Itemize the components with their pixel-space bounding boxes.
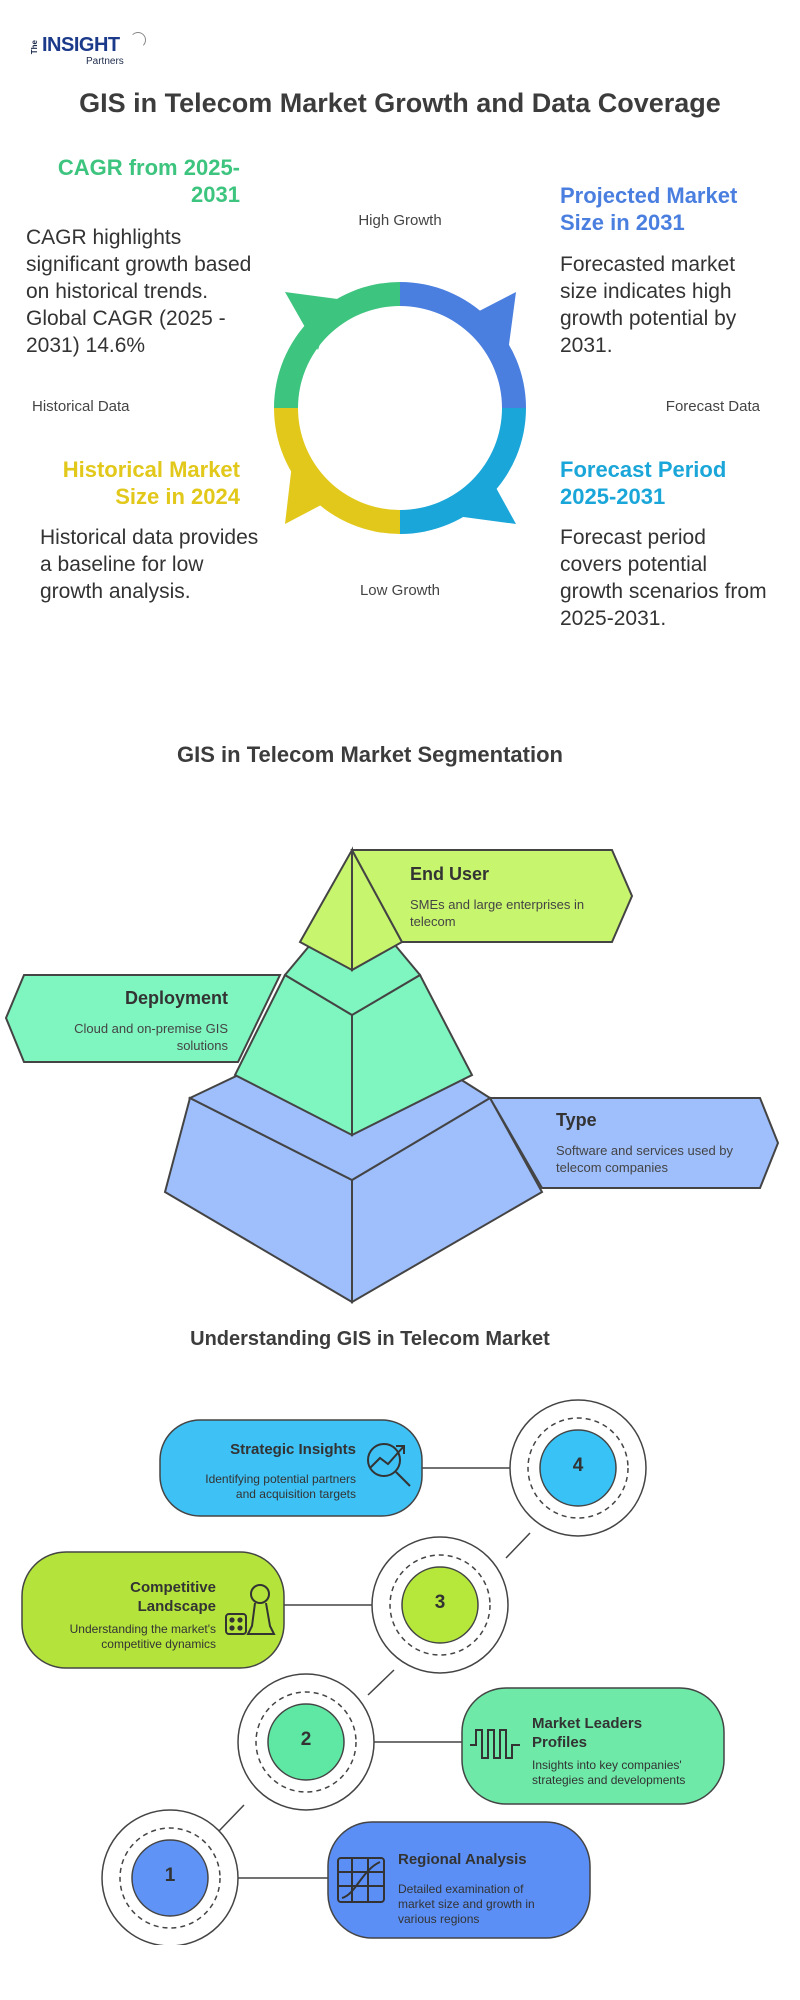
step-4-circle [539, 1429, 617, 1507]
connector-2-3 [367, 1669, 395, 1696]
step-3-dashed-ring [389, 1554, 491, 1656]
chess-pawn-dice-icon [225, 1584, 276, 1635]
end-user-title: End User [410, 864, 490, 884]
step-2-dashed-ring [255, 1691, 357, 1793]
step-4-number: 4 [572, 1455, 584, 1476]
forecast-body: Forecast period covers potential growth … [560, 526, 767, 630]
step-2-circle [267, 1703, 345, 1781]
forecast-title: Forecast Period 2025-2031 [560, 457, 727, 509]
competitive-landscape-title: Competitive Landscape [130, 1579, 216, 1615]
low-growth-label: Low Growth [359, 582, 441, 599]
competitive-landscape-desc: Understanding the market's competitive d… [69, 1622, 216, 1651]
projected-title: Projected Market Size in 2031 [560, 183, 738, 235]
strategic-insights-desc: Identifying potential partners and acqui… [205, 1472, 356, 1501]
cycle-blue-segment [400, 282, 526, 408]
end-user-desc: SMEs and large enterprises in telecom [410, 897, 585, 929]
strategic-insights-title: Strategic Insights [230, 1441, 356, 1458]
regional-analysis-title: Regional Analysis [398, 1851, 527, 1868]
historical-body: Historical data provides a baseline for … [40, 526, 259, 603]
step-1-dashed-ring [119, 1827, 221, 1929]
connector-3-4 [505, 1532, 531, 1559]
cycle-cyan-arrow [456, 466, 516, 524]
historical-title: Historical Market Size in 2024 [62, 457, 240, 509]
cycle-green-arrow [285, 292, 345, 350]
cagr-body: CAGR highlights significant growth based… [26, 226, 252, 357]
insight-partners-logo: The INSIGHT Partners [30, 32, 146, 72]
understanding-steps-diagram [21, 1399, 725, 1945]
map-chart-icon [337, 1857, 385, 1903]
cycle-yellow-segment [274, 408, 400, 534]
step-4-dashed-ring [527, 1417, 629, 1519]
chart-magnifier-icon [367, 1443, 411, 1487]
page-title: GIS in Telecom Market Growth and Data Co… [79, 88, 721, 118]
projected-body: Forecasted market size indicates high gr… [560, 253, 737, 357]
type-label-shape [488, 1097, 780, 1189]
market-leaders-desc: Insights into key companies' strategies … [532, 1758, 686, 1787]
historical-data-label: Historical Data [32, 398, 130, 415]
step-2-number: 2 [300, 1729, 312, 1750]
deployment-desc: Cloud and on-premise GIS solutions [74, 1021, 228, 1053]
connector-1-2 [217, 1804, 245, 1833]
understanding-title: Understanding GIS in Telecom Market [190, 1328, 550, 1350]
end-user-label-shape [350, 849, 634, 943]
card-regional-analysis [327, 1821, 591, 1939]
card-strategic-insights [159, 1419, 423, 1517]
type-desc: Software and services used by telecom co… [556, 1143, 734, 1175]
deployment-label-shape [4, 974, 282, 1063]
waveform-icon [470, 1729, 520, 1759]
segmentation-pyramid [4, 846, 780, 1304]
deployment-title: Deployment [124, 988, 228, 1008]
market-leaders-title: Market Leaders Profiles [532, 1715, 643, 1751]
cycle-blue-arrow [458, 292, 516, 352]
forecast-data-label: Forecast Data [665, 398, 760, 415]
cagr-title: CAGR from 2025-2031 [57, 155, 240, 207]
regional-analysis-desc: Detailed examination of market size and … [398, 1882, 535, 1926]
segmentation-title: GIS in Telecom Market Segmentation [177, 742, 563, 767]
step-1-number: 1 [164, 1865, 176, 1886]
growth-cycle-diagram [274, 282, 526, 534]
high-growth-label: High Growth [358, 212, 442, 229]
step-3-circle [401, 1566, 479, 1644]
card-market-leaders [461, 1687, 725, 1805]
step-1-circle [131, 1839, 209, 1917]
cycle-yellow-arrow [285, 464, 342, 524]
logo-arc-icon [130, 32, 146, 48]
type-title: Type [556, 1110, 597, 1130]
card-competitive-landscape [21, 1551, 285, 1669]
step-3-number: 3 [434, 1592, 446, 1613]
